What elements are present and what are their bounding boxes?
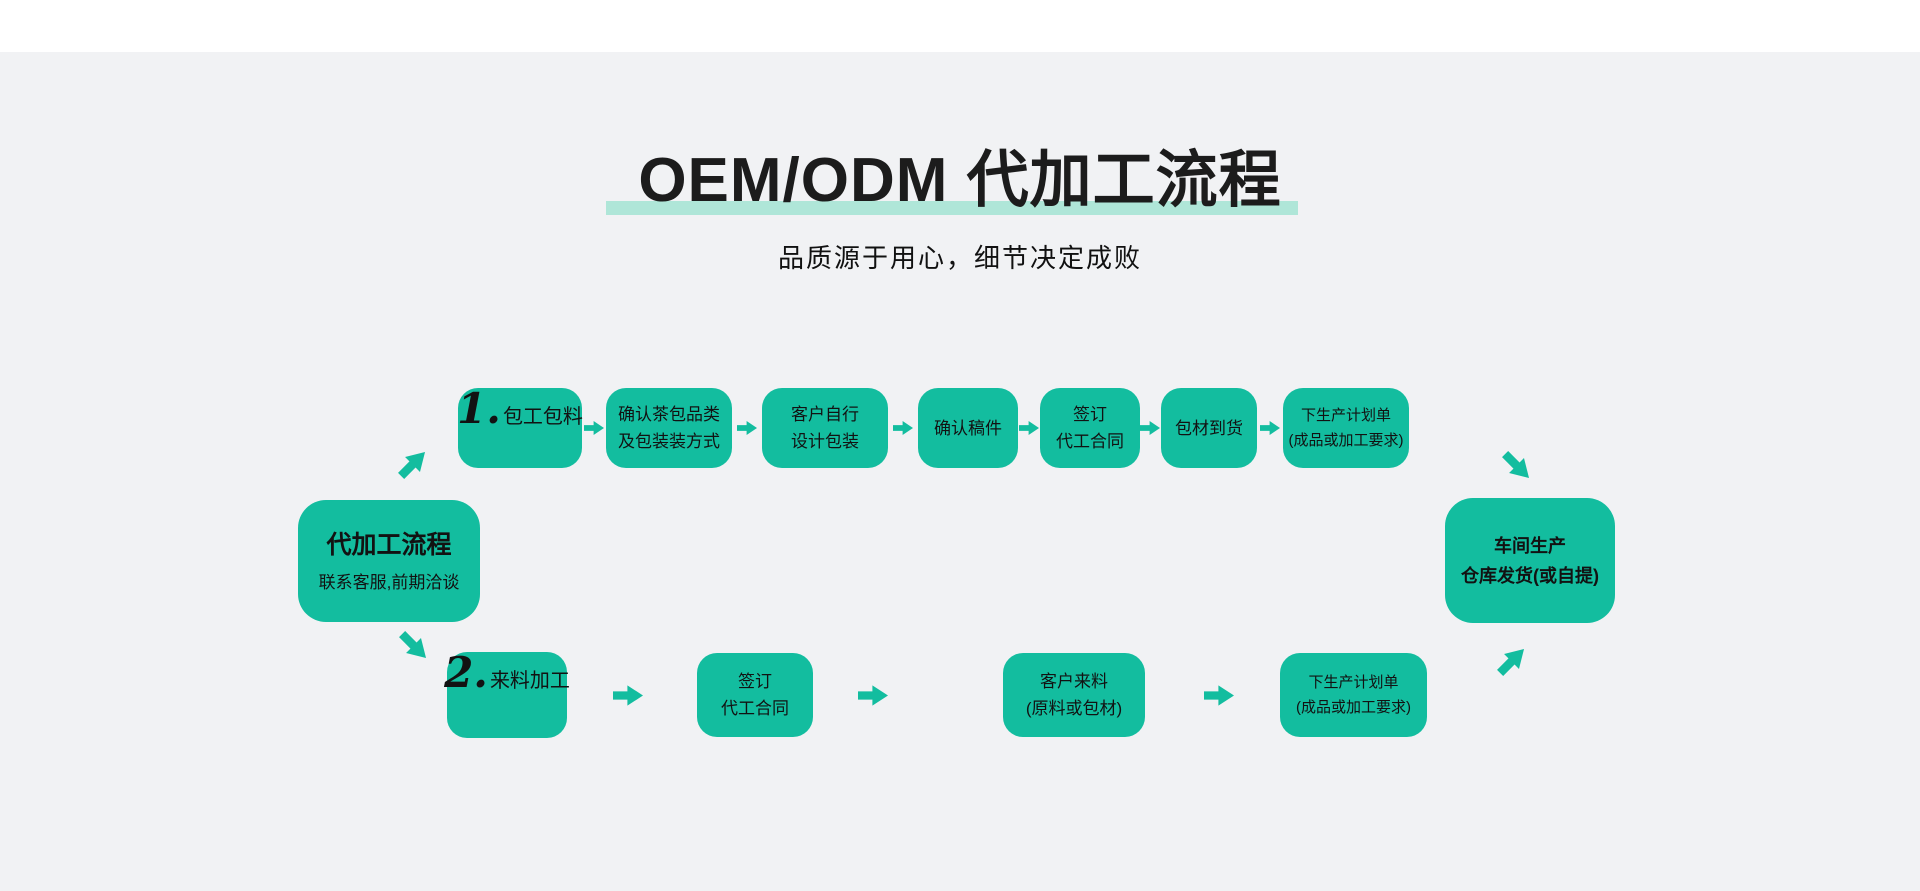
flow-box-packaging-arrival: 包材到货 [1161,388,1257,468]
start-subtitle: 联系客服,前期洽谈 [318,573,460,592]
flow-box-end: 车间生产 仓库发货(或自提) [1445,498,1615,623]
arrow-down-right-icon [393,625,434,666]
arrow-right-icon [1204,685,1234,706]
flow-box-step2-branch2: 2. 来料加工 [444,648,570,738]
flow-box-confirm-tea-type: 确认茶包品类 及包装装方式 [606,388,732,468]
arrow-down-right-icon [1496,445,1537,486]
flow-box-production-order-top: 下生产计划单 (成品或加工要求) [1283,388,1409,468]
arrow-right-icon [1140,420,1160,436]
flow-box-customer-design: 客户自行 设计包装 [762,388,888,468]
step-number-1: 1. [457,384,501,433]
box-line: 代工合同 [721,699,789,718]
flow-box-step1-branch1: 1. 包工包料 [457,384,583,468]
end-line: 仓库发货(或自提) [1461,565,1599,586]
box-line: 签订 [1073,405,1107,424]
box-line: 签订 [738,672,772,691]
flow-box-confirm-draft: 确认稿件 [918,388,1018,468]
box-line: 确认茶包品类 [618,405,720,424]
box-line: 下生产计划单 [1308,674,1399,691]
step-number-2: 2. [444,648,488,697]
arrow-right-icon [1260,420,1280,436]
start-title: 代加工流程 [326,531,452,559]
top-white-bar [0,0,1920,52]
box-line: (成品或加工要求) [1296,699,1411,716]
box-line: 客户自行 [791,405,859,424]
title-wrap: OEM/ODM 代加工流程 [606,146,1298,215]
end-line: 车间生产 [1494,535,1566,556]
box-line: 代工合同 [1056,432,1124,451]
title-highlight-bar [606,201,1298,215]
box-line: 客户来料 [1040,672,1108,691]
box-line: 及包装装方式 [618,432,720,451]
flow-box-production-order-bottom: 下生产计划单 (成品或加工要求) [1280,653,1427,737]
flow-box-start: 代加工流程 联系客服,前期洽谈 [298,500,480,622]
arrow-right-icon [893,420,913,436]
box-line: 设计包装 [791,432,859,451]
box-line: (成品或加工要求) [1288,432,1404,449]
arrow-up-right-icon [1491,640,1532,681]
page-title: OEM/ODM 代加工流程 [638,146,1282,215]
arrow-right-icon [613,685,643,706]
flow-box-sign-contract-bottom: 签订 代工合同 [697,653,813,737]
box-line: 确认稿件 [934,418,1002,438]
box-line: 下生产计划单 [1300,407,1391,424]
arrow-right-icon [858,685,888,706]
flow-box-sign-contract-top: 签订 代工合同 [1040,388,1140,468]
arrow-right-icon [737,420,757,436]
page-subtitle: 品质源于用心，细节决定成败 [777,243,1142,273]
step-label-2: 来料加工 [489,670,570,692]
flow-box-customer-materials: 客户来料 (原料或包材) [1003,653,1145,737]
arrow-right-icon [1019,420,1039,436]
arrow-right-icon [584,420,604,436]
step-label-1: 包工包料 [502,406,583,428]
box-line: 包材到货 [1175,418,1243,438]
box-line: (原料或包材) [1025,699,1123,718]
header: OEM/ODM 代加工流程 品质源于用心，细节决定成败 [0,148,1920,275]
arrow-up-right-icon [392,443,433,484]
